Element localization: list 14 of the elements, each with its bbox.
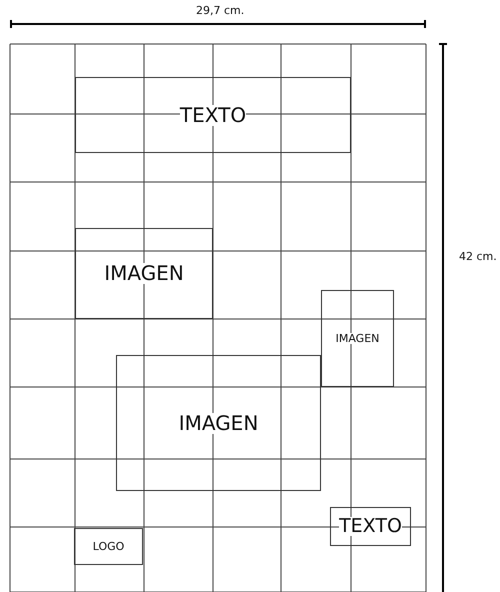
placeholder-box bbox=[74, 528, 143, 565]
placeholder-label: IMAGEN bbox=[104, 263, 184, 284]
dimension-label: 42 cm. bbox=[459, 250, 497, 263]
image-placeholder-box bbox=[75, 228, 213, 319]
placeholder-label: TEXTO bbox=[180, 104, 246, 126]
image-placeholder-box bbox=[116, 355, 321, 491]
placeholder-label: IMAGEN bbox=[336, 332, 380, 344]
image-placeholder-box bbox=[321, 290, 394, 387]
placeholder-label: IMAGEN bbox=[178, 412, 258, 434]
dimension-label: 29,7 cm. bbox=[196, 4, 244, 17]
placeholder-label: TEXTO bbox=[339, 516, 402, 536]
text-placeholder-box bbox=[75, 77, 351, 153]
text-placeholder-box bbox=[330, 507, 411, 546]
placeholder-label: LOGO bbox=[92, 540, 124, 552]
